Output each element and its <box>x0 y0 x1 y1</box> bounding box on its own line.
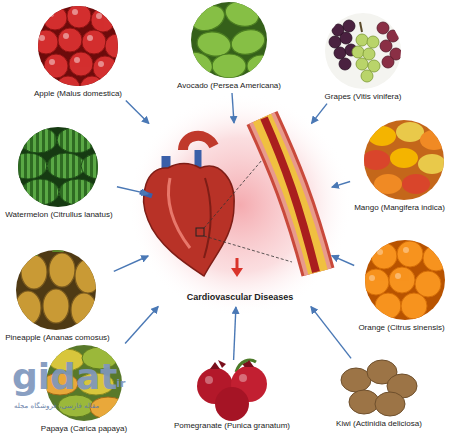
fruit-node: Avocado (Persea Americana) <box>175 2 283 91</box>
fruit-label: Pineapple (Ananas comosus) <box>5 333 110 343</box>
watermark: .ir <box>112 378 125 390</box>
influence-arrow <box>125 307 158 344</box>
fruit-label: Apple (Malus domestica) <box>34 89 122 99</box>
influence-arrow <box>114 256 148 271</box>
fruit-label: Avocado (Persea Americana) <box>177 81 281 91</box>
influence-arrow <box>117 187 148 194</box>
watermark: مقاله فارسی، فروشگاه مجله <box>14 403 99 410</box>
influence-arrow <box>312 104 328 124</box>
disease-label: Cardiovascular Diseases <box>187 292 294 303</box>
watermark: gidat <box>12 358 117 396</box>
fruit-node: Pineapple (Ananas comosus) <box>3 250 112 343</box>
influence-arrow <box>234 307 236 360</box>
influence-arrow <box>332 182 350 188</box>
influence-arrow <box>126 100 149 123</box>
fruit-node: Watermelon (Citrullus lanatus) <box>3 127 115 220</box>
influence-arrow <box>311 307 351 359</box>
fruit-node: Pomegranate (Punica granatum) <box>172 362 293 431</box>
fruit-node: Orange (Citrus sinensis) <box>356 240 447 333</box>
fruit-label: Mango (Mangifera indica) <box>354 203 445 213</box>
fruit-node: Grapes (Vitis vinifera) <box>323 13 404 102</box>
fruit-node: Apple (Malus domestica) <box>32 6 125 99</box>
fruit-node: Mango (Mangifera indica) <box>352 120 447 213</box>
influence-arrow <box>232 93 234 123</box>
influence-arrow <box>332 256 354 266</box>
disease-target: Cardiovascular Diseases <box>150 125 330 305</box>
fruit-label: Grapes (Vitis vinifera) <box>325 92 402 102</box>
fruit-label: Kiwi (Actinidia deliciosa) <box>336 419 422 429</box>
fruit-label: Papaya (Carica papaya) <box>41 424 127 434</box>
fruit-label: Watermelon (Citrullus lanatus) <box>5 210 112 220</box>
fruit-label: Orange (Citrus sinensis) <box>358 323 444 333</box>
fruit-label: Pomegranate (Punica granatum) <box>174 421 290 431</box>
fruit-node: Kiwi (Actinidia deliciosa) <box>334 360 424 429</box>
